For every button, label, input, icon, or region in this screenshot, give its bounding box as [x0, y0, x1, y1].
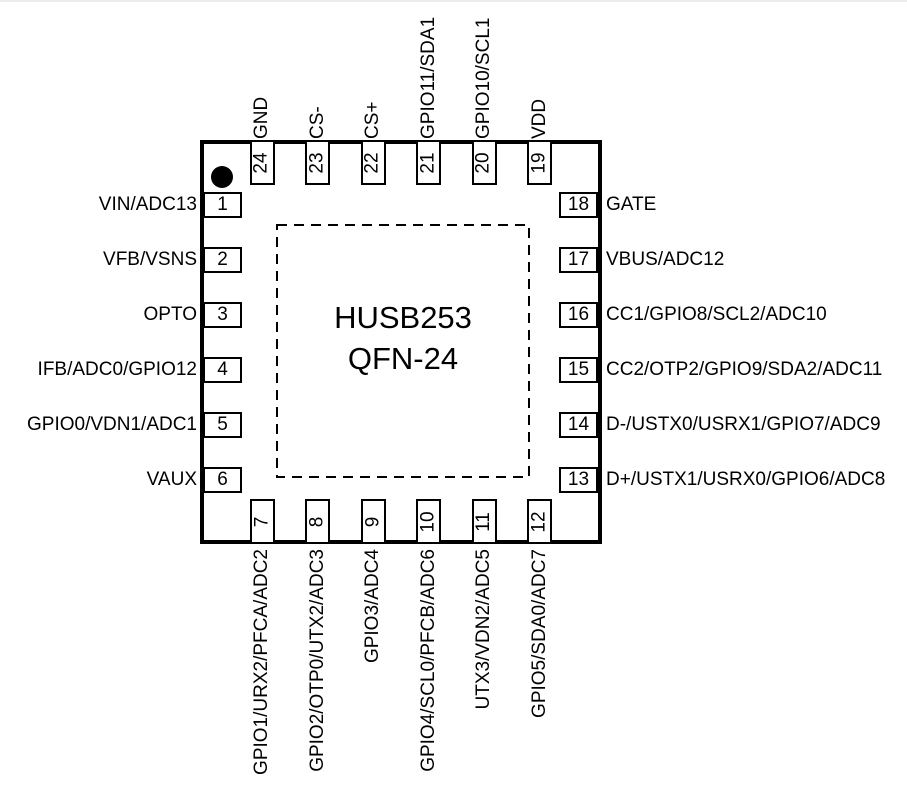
pin-label: IFB/ADC0/GPIO12 — [37, 359, 197, 380]
pin-label: VFB/VSNS — [103, 249, 197, 270]
pin-label: VBUS/ADC12 — [606, 249, 725, 270]
pin-number: 20 — [473, 151, 495, 174]
pin-box-right-4: 14 — [559, 412, 598, 438]
pin-number: 5 — [217, 414, 228, 435]
pin-box-left-4: 5 — [203, 412, 242, 438]
pin-label: CC2/OTP2/GPIO9/SDA2/ADC11 — [606, 359, 883, 380]
page-top-edge-line — [0, 0, 907, 2]
pin-box-top-0: 24 — [249, 140, 275, 185]
pin-number: 24 — [251, 151, 273, 174]
pin-box-right-1: 17 — [559, 247, 598, 273]
pin-label: GATE — [606, 194, 657, 215]
chip-package: QFN-24 — [347, 341, 459, 376]
pin-box-top-1: 23 — [305, 140, 330, 185]
pin-box-top-3: 21 — [416, 140, 441, 185]
pin-box-top-4: 20 — [471, 140, 497, 185]
pin-box-left-0: 1 — [203, 192, 242, 218]
pin-box-bottom-4: 11 — [471, 499, 497, 544]
pin-number: 4 — [217, 359, 228, 380]
pin-label: UTX3/VDN2/ADC5 — [473, 549, 494, 710]
pin-label: GPIO11/SDA1 — [417, 16, 439, 139]
pin1-indicator-dot — [211, 166, 233, 188]
chip-title: HUSB253 QFN-24 — [277, 297, 529, 379]
pin-number: 13 — [567, 469, 590, 490]
pin-box-right-3: 15 — [559, 357, 598, 383]
pin-number: 2 — [217, 249, 228, 270]
pin-label: CS- — [306, 106, 328, 139]
pin-number: 8 — [306, 516, 328, 527]
pin-label: GPIO1/URX2/PFCA/ADC2 — [251, 549, 272, 775]
pin-number: 6 — [217, 469, 228, 490]
pin-number: 3 — [217, 304, 228, 325]
pin-box-left-1: 2 — [203, 247, 242, 273]
pin-box-bottom-2: 9 — [360, 499, 386, 544]
pin-label: D-/USTX0/USRX1/GPIO7/ADC9 — [606, 414, 881, 435]
pin-number: 11 — [472, 511, 494, 532]
pin-number: 21 — [417, 151, 439, 174]
pin-label: GPIO3/ADC4 — [362, 549, 383, 664]
pin-number: 16 — [567, 304, 590, 325]
pin-number: 15 — [567, 359, 590, 380]
exposed-pad-outline — [276, 224, 530, 478]
pin-box-bottom-5: 12 — [527, 499, 552, 544]
pin-number: 7 — [250, 516, 272, 527]
pin-label: GND — [251, 96, 272, 139]
pin-label: GPIO2/OTP0/UTX2/ADC3 — [306, 549, 328, 772]
pin-number: 1 — [217, 194, 228, 215]
pin-label: GPIO5/SDA0/ADC7 — [528, 549, 550, 718]
pin-number: 17 — [567, 249, 590, 270]
pin-box-left-3: 4 — [203, 357, 242, 383]
pin-label: GPIO4/SCL0/PFCB/ADC6 — [417, 549, 439, 772]
chip-name: HUSB253 — [334, 300, 472, 335]
pin-box-bottom-1: 8 — [305, 499, 330, 544]
pin-box-left-2: 3 — [203, 302, 242, 328]
pin-number: 23 — [306, 151, 328, 174]
pin-label: D+/USTX1/USRX0/GPIO6/ADC8 — [606, 469, 886, 490]
pin-number: 10 — [417, 510, 439, 533]
pin-number: 18 — [567, 194, 590, 215]
pin-label: VAUX — [146, 469, 197, 490]
pin-label: GPIO10/SCL1 — [473, 17, 494, 139]
pin-label: GPIO0/VDN1/ADC1 — [27, 414, 197, 435]
pin-label: VDD — [528, 98, 550, 139]
pin-box-bottom-0: 7 — [249, 499, 275, 544]
pin-number: 19 — [528, 151, 550, 174]
pin-label: CS+ — [362, 101, 383, 140]
pin-box-left-5: 6 — [203, 467, 242, 493]
pin-box-right-5: 13 — [559, 467, 598, 493]
pin-box-right-0: 18 — [559, 192, 598, 218]
pin-label: CC1/GPIO8/SCL2/ADC10 — [606, 304, 827, 325]
pin-number: 12 — [528, 510, 550, 533]
pin-label: OPTO — [143, 304, 198, 325]
pin-label: VIN/ADC13 — [98, 194, 197, 215]
pin-box-top-2: 22 — [360, 140, 386, 185]
pin-box-bottom-3: 10 — [416, 499, 441, 544]
pin-number: 14 — [567, 414, 590, 435]
pin-box-top-5: 19 — [527, 140, 552, 185]
pin-number: 9 — [361, 516, 383, 527]
pin-box-right-2: 16 — [559, 302, 598, 328]
pin-number: 22 — [362, 151, 384, 174]
